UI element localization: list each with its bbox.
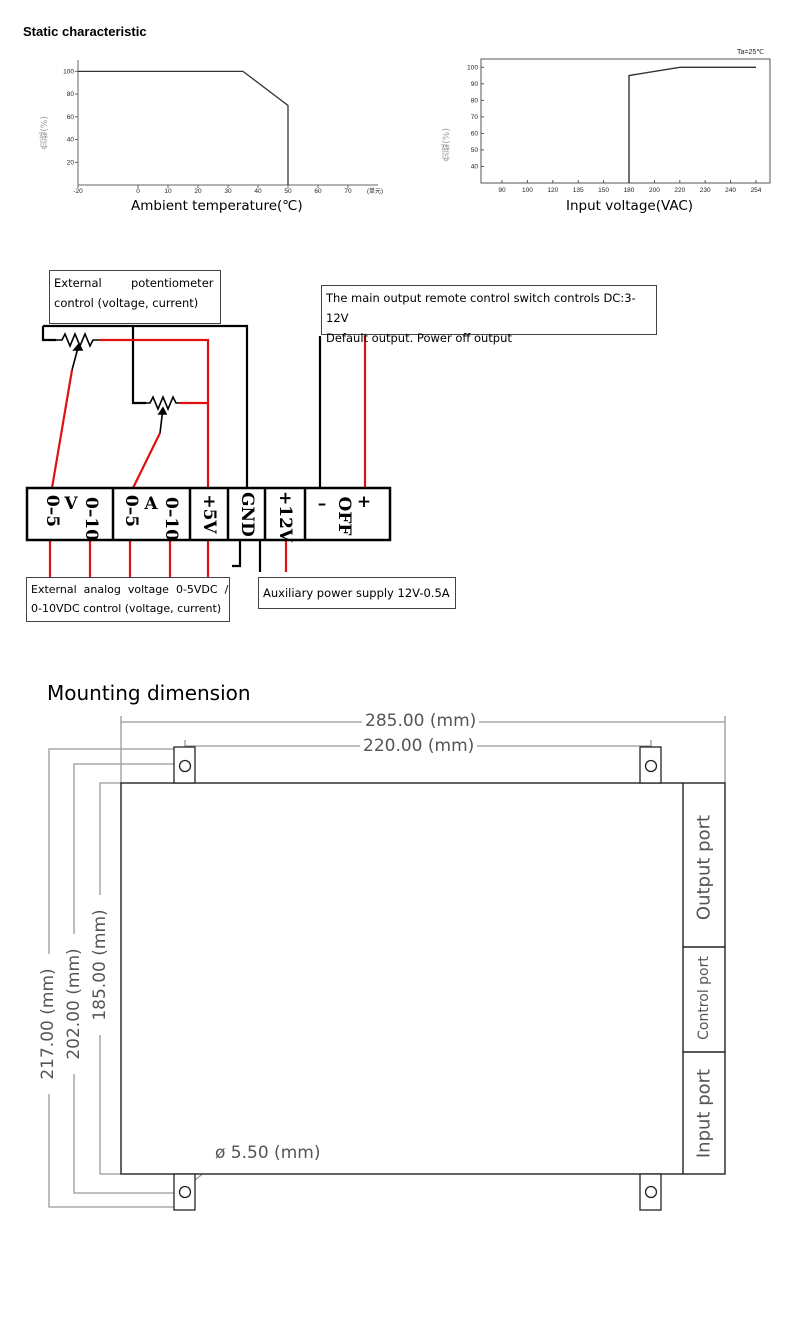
chart1-ylabel: 负载(%) <box>40 116 50 150</box>
section-title: Static characteristic <box>23 24 147 39</box>
chart2-ylabel: 负载(%) <box>442 128 452 162</box>
terminal-block <box>25 486 392 542</box>
chart1-x-tick-label: 50 <box>284 188 292 195</box>
port-output: Output port <box>693 814 715 921</box>
remote-note-line2: Default output. Power off output <box>326 331 512 345</box>
chart1-y-tick-label: 100 <box>63 68 74 75</box>
terminal-minus: – <box>317 494 327 514</box>
chart1-x-tick-label: 40 <box>254 188 262 195</box>
terminal-a-group: A <box>144 494 158 514</box>
chart1-xlabel: Ambient temperature(℃) <box>131 198 303 214</box>
red-wires <box>48 336 367 578</box>
port-input: Input port <box>693 1068 715 1159</box>
analog-voltage-note: External analog voltage 0-5VDC / 0-10VDC… <box>26 577 230 622</box>
chart1-x-tick-label: 0 <box>136 188 140 195</box>
terminal-12v: +12V <box>275 491 295 543</box>
terminal-5v: +5V <box>199 494 219 534</box>
potentiometer-2 <box>146 394 180 434</box>
chart1-y-tick-label: 80 <box>67 91 75 98</box>
dim-height-body: 185.00 (mm) <box>90 895 110 1035</box>
terminal-v-0-5: 0–5 <box>42 494 62 528</box>
dim-height-holes: 202.00 (mm) <box>64 934 84 1074</box>
chart1-plot: -20 0 10 20 30 40 50 60 70 100 80 60 40 20 <box>63 60 378 195</box>
wiring-diagram <box>25 324 392 578</box>
enclosure <box>120 782 726 1175</box>
chart1-y-tick-label: 40 <box>67 137 75 144</box>
mounting-title: Mounting dimension <box>47 681 251 705</box>
terminal-a-0-10: 0–10 <box>161 497 181 541</box>
chart1-x-tick-label: -20 <box>73 188 83 195</box>
dim-width-outer: 285.00 (mm) <box>362 711 480 731</box>
auxiliary-power-note: Auxiliary power supply 12V-0.5A <box>258 577 456 609</box>
potentiometer-1 <box>56 331 100 371</box>
mounting-drawing <box>48 716 726 1211</box>
aux-note-line1: Auxiliary power supply 12V-0.5A <box>263 586 450 600</box>
dim-width-holes: 220.00 (mm) <box>360 736 478 756</box>
chart1-x-tick-label: 20 <box>194 188 202 195</box>
chart1-y-tick-label: 60 <box>67 114 75 121</box>
terminal-plus: + <box>356 492 372 512</box>
port-control: Control port <box>696 956 712 1040</box>
dim-height-outer: 217.00 (mm) <box>38 954 58 1094</box>
terminal-a-0-5: 0–5 <box>121 494 141 528</box>
terminal-v-group: V <box>64 494 78 514</box>
remote-note-line1: The main output remote control switch co… <box>326 291 636 325</box>
chart1-x-unit: (单元) <box>367 189 383 195</box>
chart1-series-line <box>78 70 289 185</box>
terminal-v-0-10: 0–10 <box>81 497 101 541</box>
chart1-x-tick-label: 70 <box>344 188 352 195</box>
black-wires <box>41 324 322 572</box>
analog-note-line1: External analog voltage 0-5VDC / <box>31 583 229 596</box>
potentiometer-note-line2: control (voltage, current) <box>54 296 199 310</box>
dim-hole-diameter: ø 5.50 (mm) <box>215 1143 321 1163</box>
terminal-gnd: GND <box>237 492 257 537</box>
chart1-y-tick-label: 20 <box>67 159 75 166</box>
chart2-annotation: Ta=25℃ <box>737 49 765 56</box>
mounting-tabs <box>173 746 662 1211</box>
potentiometer-note-line1: External potentiometer <box>54 276 214 290</box>
chart1-x-tick-label: 30 <box>224 188 232 195</box>
chart1-x-tick-label: 10 <box>164 188 172 195</box>
remote-control-note: The main output remote control switch co… <box>321 285 657 345</box>
chart2-xlabel: Input voltage(VAC) <box>566 198 694 214</box>
analog-note-line2: 0-10VDC control (voltage, current) <box>31 602 222 615</box>
chart1-x-tick-label: 60 <box>314 188 322 195</box>
terminal-off: OFF <box>334 496 354 536</box>
potentiometer-note: External potentiometer control (voltage,… <box>49 270 221 324</box>
